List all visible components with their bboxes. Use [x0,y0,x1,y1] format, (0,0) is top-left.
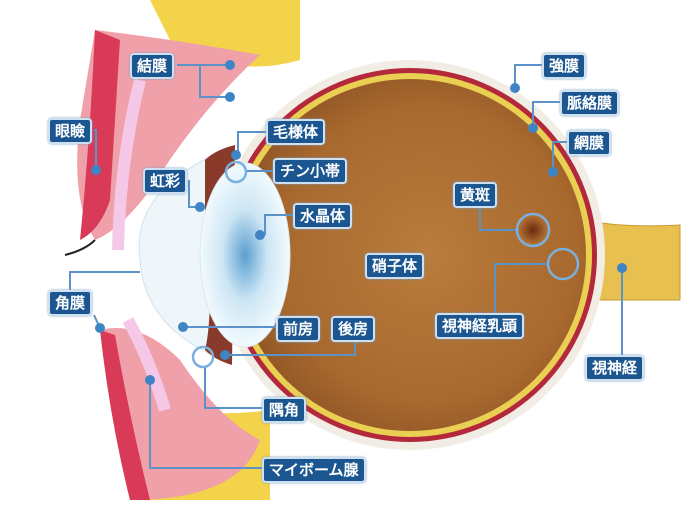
label-zonule: チン小帯 [273,158,348,184]
lower-eyelid [100,328,260,500]
leader-lines [69,64,623,469]
label-cornea: 角膜 [48,290,93,316]
label-sclera: 強膜 [542,53,587,79]
label-anterior-chamber: 前房 [276,316,321,342]
label-eyelid: 眼瞼 [48,118,93,144]
optic-nerve-shape [584,219,681,301]
label-iris: 虹彩 [143,168,188,194]
label-posterior-chamber: 後房 [331,316,376,342]
label-conjunctiva: 結膜 [130,53,175,79]
label-vitreous: 硝子体 [365,253,425,279]
label-macula: 黄斑 [453,182,498,208]
label-ciliary-body: 毛様体 [266,119,326,145]
label-lens: 水晶体 [293,203,353,229]
label-retina: 網膜 [567,130,612,156]
label-optic-nerve: 視神経 [585,355,645,381]
lens-shape [199,162,291,348]
label-choroid: 脈絡膜 [560,90,620,116]
label-optic-disc: 視神経乳頭 [435,313,525,339]
label-angle: 隅角 [262,397,307,423]
label-meibomian-gland: マイボーム腺 [262,457,366,483]
highlight-circles [191,160,580,369]
leader-dots [91,60,627,385]
eyelash [64,239,96,256]
